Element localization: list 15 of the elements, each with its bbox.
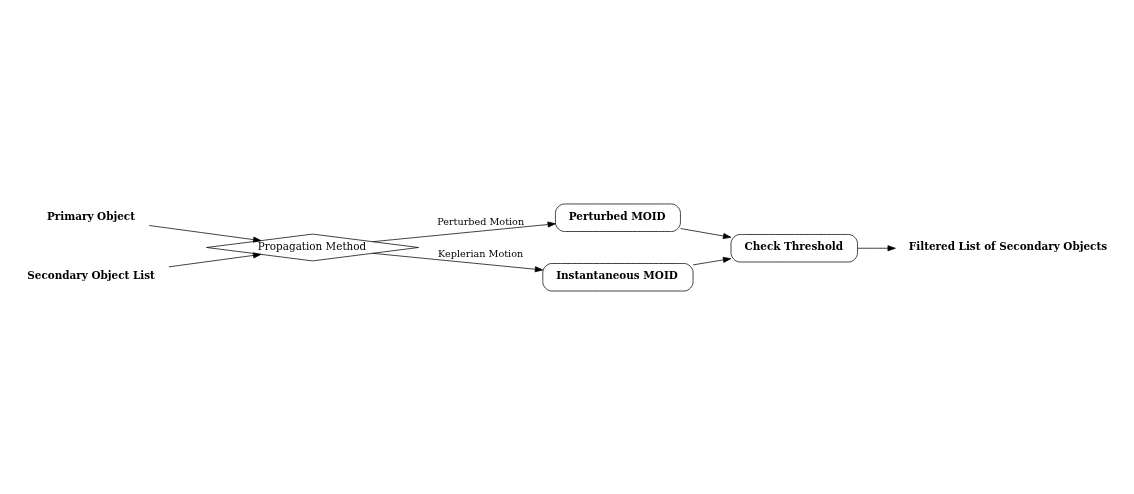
arrow [168,251,262,267]
arrow [372,252,544,272]
arrow [148,224,262,243]
node-box: Check Threshold [730,233,858,262]
edge-label: Keplerian Motion [438,247,524,259]
arrow [692,256,732,265]
node-text: Filtered List of Secondary Objects [908,239,1108,252]
arrow [372,221,556,242]
node-text: Secondary Object List [27,268,155,281]
arrow [857,244,896,251]
node-text: Primary Object [46,209,136,222]
arrow [680,227,732,239]
edge-label: Perturbed Motion [437,215,525,227]
node-box: Perturbed MOID [555,203,681,232]
node-box: Instantaneous MOID [542,262,694,291]
